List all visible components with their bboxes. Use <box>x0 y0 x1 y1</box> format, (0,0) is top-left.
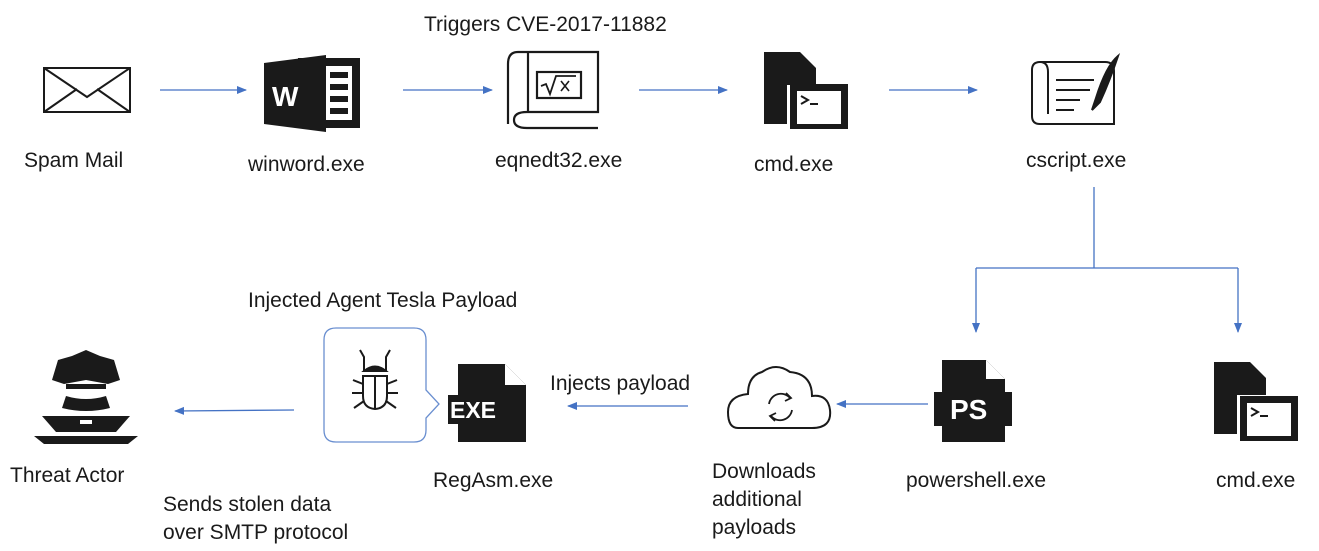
annotation-injects-payload: Injects payload <box>550 372 691 395</box>
equation-book-icon <box>506 50 600 130</box>
svg-text:W: W <box>272 81 299 112</box>
downloads-line-2: additional <box>712 488 802 511</box>
downloads-line-1: Downloads <box>712 460 816 483</box>
ps-file-icon: PS <box>934 360 1012 442</box>
envelope-icon <box>43 67 131 113</box>
label-threat-actor: Threat Actor <box>10 464 125 487</box>
downloads-line-3: payloads <box>712 516 797 539</box>
terminal-file-icon-right <box>1214 362 1298 441</box>
annotation-triggers-cve: Triggers CVE-2017-11882 <box>424 13 667 36</box>
exe-file-icon: EXE <box>448 364 526 442</box>
label-downloads-payloads: Downloads additional payloads <box>712 458 816 542</box>
payload-callout-box <box>323 327 440 443</box>
arrow-payload-to-actor <box>174 406 295 415</box>
annotation-injected-payload: Injected Agent Tesla Payload <box>248 289 518 312</box>
svg-text:EXE: EXE <box>450 397 496 423</box>
svg-text:PS: PS <box>950 394 987 425</box>
cloud-sync-icon <box>726 366 832 429</box>
label-cmd-top: cmd.exe <box>754 153 834 176</box>
bug-icon <box>352 349 398 411</box>
hacker-icon <box>34 350 138 444</box>
flow-arrows <box>160 86 1242 415</box>
label-regasm: RegAsm.exe <box>433 469 554 492</box>
label-powershell: powershell.exe <box>906 469 1047 492</box>
script-scroll-icon <box>1031 52 1121 125</box>
label-eqnedt32: eqnedt32.exe <box>495 149 623 172</box>
label-spam-mail: Spam Mail <box>24 149 124 172</box>
sends-line-1: Sends stolen data <box>163 493 332 516</box>
label-cscript: cscript.exe <box>1026 149 1127 172</box>
terminal-file-icon <box>764 52 848 129</box>
label-winword: winword.exe <box>248 153 365 176</box>
label-cmd-right: cmd.exe <box>1216 469 1296 492</box>
sends-line-2: over SMTP protocol <box>163 521 349 544</box>
word-icon: W <box>264 55 360 132</box>
annotation-sends-stolen-data: Sends stolen data over SMTP protocol <box>163 491 348 547</box>
